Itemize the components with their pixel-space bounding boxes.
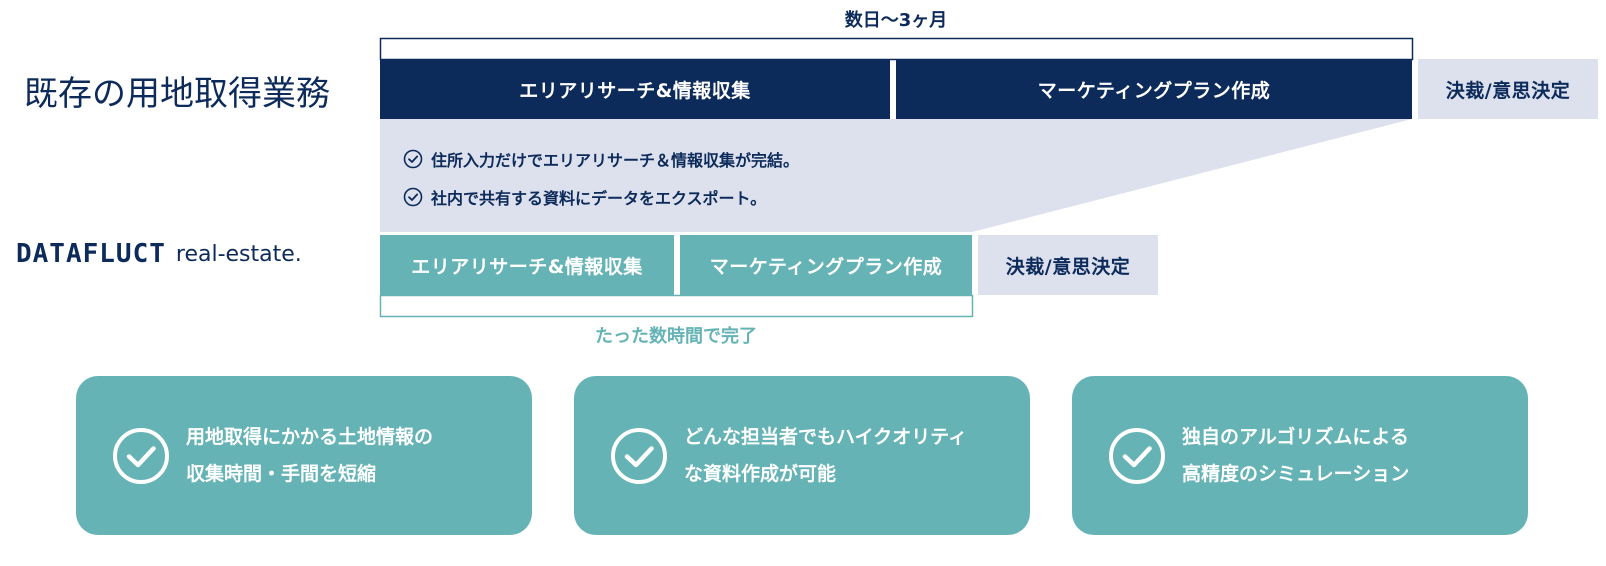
dataflucct-step-marketing-plan: マーケティングプラン作成 — [680, 235, 972, 295]
benefit-card-3-line2: 高精度のシミュレーション — [1182, 462, 1410, 485]
dataflucct-step-decision: 決裁/意思決定 — [978, 235, 1158, 295]
feature-line-1: 住所入力だけでエリアリサーチ＆情報収集が完結。 — [403, 147, 799, 171]
existing-step-marketing-plan: マーケティングプラン作成 — [896, 59, 1412, 119]
dataflucct-duration-label: たった数時間で完了 — [595, 326, 757, 347]
benefit-card-2-line1: どんな担当者でもハイクオリティ — [684, 425, 968, 448]
check-circle-icon — [403, 149, 423, 169]
benefit-card-1-text: 用地取得にかかる土地情報の 収集時間・手間を短縮 — [186, 419, 433, 493]
benefit-card-2: どんな担当者でもハイクオリティ な資料作成が可能 — [574, 376, 1030, 535]
check-circle-icon — [1109, 427, 1165, 484]
existing-step-area-research: エリアリサーチ&情報収集 — [380, 59, 890, 119]
benefit-card-2-text: どんな担当者でもハイクオリティ な資料作成が可能 — [684, 419, 967, 493]
feature-line-2-text: 社内で共有する資料にデータをエクスポート。 — [431, 189, 767, 208]
logo-sub: real-estate. — [175, 242, 302, 267]
dataflucct-step-area-research: エリアリサーチ&情報収集 — [380, 235, 674, 295]
benefit-card-2-line2: な資料作成が可能 — [684, 462, 837, 485]
check-circle-icon — [611, 427, 667, 484]
check-circle-icon — [113, 427, 169, 484]
benefit-card-3: 独自のアルゴリズムによる 高精度のシミュレーション — [1072, 376, 1528, 535]
existing-step-decision: 決裁/意思決定 — [1418, 59, 1598, 119]
benefit-card-3-text: 独自のアルゴリズムによる 高精度のシミュレーション — [1182, 419, 1409, 493]
benefit-card-1-line1: 用地取得にかかる土地情報の — [186, 425, 434, 448]
existing-duration-label: 数日〜3ヶ月 — [844, 10, 948, 31]
benefit-card-1-line2: 収集時間・手間を短縮 — [186, 462, 377, 485]
check-circle-icon — [403, 187, 423, 207]
feature-line-2: 社内で共有する資料にデータをエクスポート。 — [403, 185, 766, 209]
existing-process-label: 既存の用地取得業務 — [24, 74, 330, 114]
logo-main: DATAFLUCT — [16, 239, 166, 269]
benefit-card-1: 用地取得にかかる土地情報の 収集時間・手間を短縮 — [76, 376, 532, 535]
dataflucct-logo: DATAFLUCT real-estate. — [16, 224, 302, 284]
benefit-card-3-line1: 独自のアルゴリズムによる — [1182, 425, 1409, 448]
feature-line-1-text: 住所入力だけでエリアリサーチ＆情報収集が完結。 — [431, 151, 800, 170]
